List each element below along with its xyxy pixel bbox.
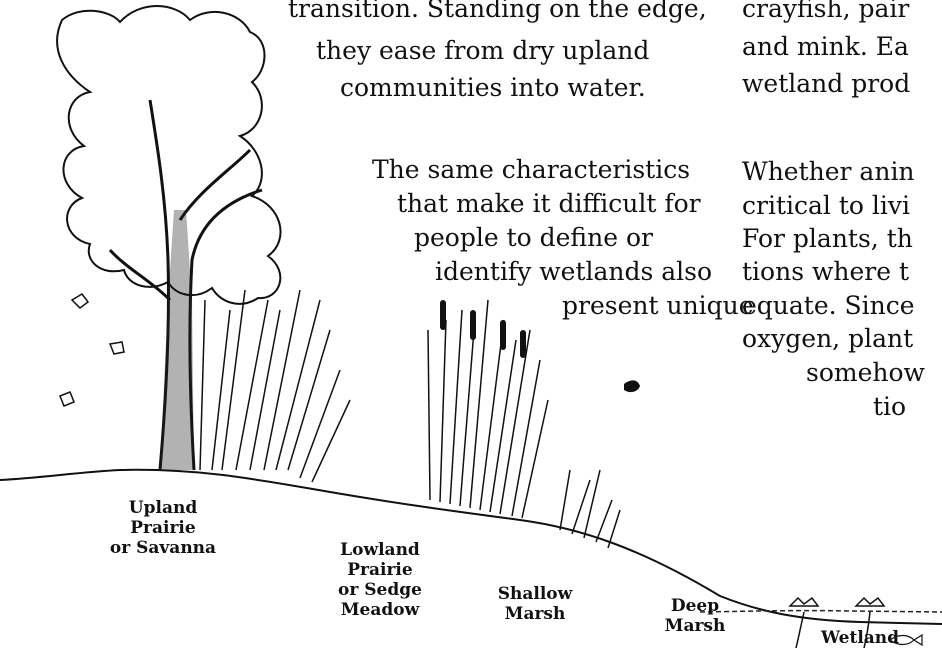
falling-leaf [110, 342, 124, 354]
zone-label-shallow-marsh: Shallow Marsh [490, 584, 580, 624]
zone-label-lowland: Lowland Prairie or Sedge Meadow [320, 540, 440, 620]
paragraph-line: The same characteristics [372, 155, 690, 184]
paragraph-line: identify wetlands also [435, 257, 712, 286]
paragraph-line: equate. Since [742, 291, 915, 320]
paragraph-line: present unique [562, 291, 754, 320]
falling-leaf [60, 392, 74, 406]
label-line: Prairie [98, 518, 228, 538]
water-surface [700, 611, 942, 612]
label-line: Upland [98, 498, 228, 518]
paragraph-line: somehow [806, 358, 925, 387]
grass-clump [200, 290, 620, 548]
bird [624, 380, 640, 392]
zone-label-wetland: Wetland [812, 628, 908, 648]
paragraph-line: communities into water. [340, 73, 646, 102]
label-line: or Savanna [98, 538, 228, 558]
label-line: Lowland [320, 540, 440, 560]
label-line: Wetland [812, 628, 908, 648]
paragraph-line: tio [873, 392, 906, 421]
zone-label-upland: Upland Prairie or Savanna [98, 498, 228, 558]
paragraph-line: tions where t [742, 257, 909, 286]
label-line: Shallow [490, 584, 580, 604]
paragraph-line: and mink. Ea [742, 32, 909, 61]
paragraph-line: critical to livi [742, 191, 910, 220]
falling-leaf [72, 294, 88, 308]
tree-trunk-fill [160, 210, 194, 470]
label-line: Marsh [490, 604, 580, 624]
label-line: Deep [660, 596, 730, 616]
paragraph-line: For plants, th [742, 224, 913, 253]
label-line: Marsh [660, 616, 730, 636]
paragraph-line: people to define or [414, 223, 653, 252]
label-line: or Sedge [320, 580, 440, 600]
paragraph-line: wetland prod [742, 69, 910, 98]
label-line: Meadow [320, 600, 440, 620]
paragraph-line: transition. Standing on the edge, [288, 0, 707, 23]
zone-label-deep-marsh: Deep Marsh [660, 596, 730, 636]
paragraph-line: that make it difficult for [397, 189, 701, 218]
paragraph-line: oxygen, plant [742, 324, 913, 353]
paragraph-line: crayfish, pair [742, 0, 909, 23]
paragraph-line: they ease from dry upland [316, 36, 649, 65]
label-line: Prairie [320, 560, 440, 580]
paragraph-line: Whether anin [742, 157, 915, 186]
